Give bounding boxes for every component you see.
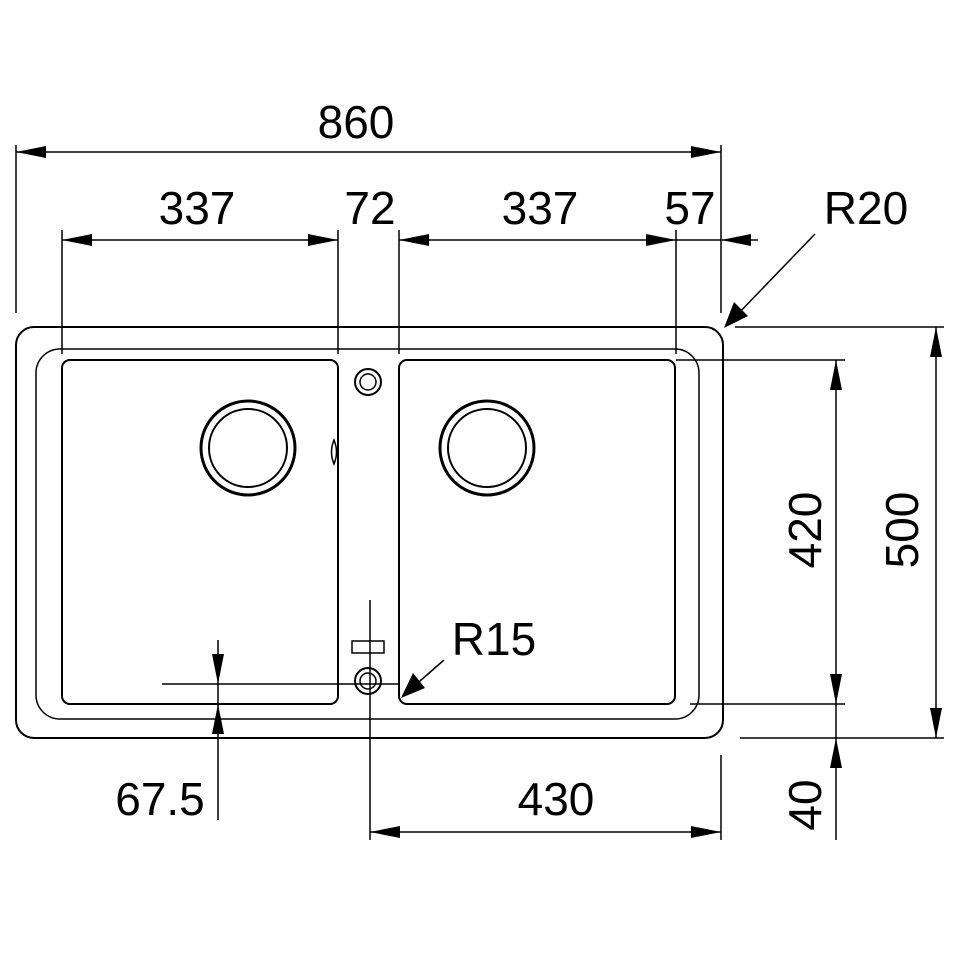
label-tap-to-edge: 430: [518, 773, 595, 825]
dim-left-bowl-line: [62, 234, 338, 246]
overflow-slot-icon: [330, 438, 338, 466]
label-corner-radius-inner: R15: [452, 613, 536, 665]
label-right-margin: 57: [664, 182, 715, 234]
dim-right-bowl-line: [399, 234, 676, 246]
tap-hole-top-icon: [354, 368, 382, 396]
label-divider-width: 72: [344, 182, 395, 234]
dim-overall-depth-line: [930, 327, 942, 738]
label-right-bowl-width: 337: [502, 182, 579, 234]
radius-inner-leader: [401, 659, 445, 698]
left-bowl: [61, 359, 339, 705]
dim-front-margin-line: [830, 704, 842, 840]
label-front-margin: 40: [779, 779, 831, 830]
label-left-bowl-width: 337: [159, 182, 236, 234]
drain-button-icon: [351, 640, 385, 654]
label-corner-radius-outer: R20: [824, 182, 908, 234]
label-overall-depth: 500: [876, 492, 928, 569]
radius-outer-leader: [724, 233, 816, 328]
right-bowl: [398, 359, 676, 705]
sink-inner-rim: [35, 348, 700, 720]
left-drain-icon: [199, 399, 297, 497]
tap-hole-bottom-icon: [354, 667, 382, 695]
dim-drain-offset-line: [212, 640, 224, 820]
dim-tap-to-edge-line: [370, 826, 721, 838]
right-drain-icon: [438, 399, 536, 497]
dim-overall-width-line: [16, 146, 721, 158]
label-bowl-depth: 420: [779, 492, 831, 569]
label-overall-width: 860: [318, 96, 395, 148]
dim-right-margin-line: [676, 234, 758, 246]
label-drain-offset: 67.5: [115, 773, 205, 825]
dim-bowl-depth-line: [830, 360, 842, 704]
extension-lines: [15, 145, 944, 840]
